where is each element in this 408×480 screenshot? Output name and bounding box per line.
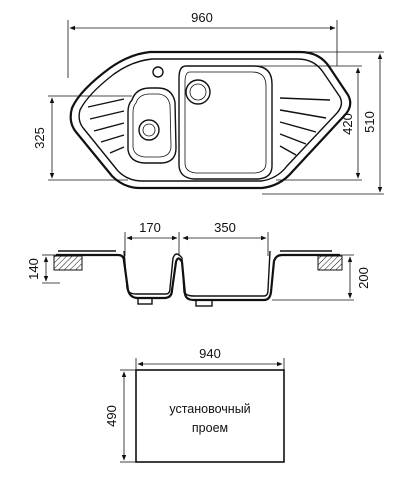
cutout-width-label: 940 [199,346,221,361]
sink-inner-rim [78,58,343,182]
main-bowl-depth-label: 420 [340,113,355,135]
bowl-depth-label: 200 [356,267,371,289]
faucet-hole [152,66,164,78]
small-bowl-drain-fitting [137,297,153,305]
cutout-view: 940 490 установочный проем [104,346,285,463]
left-drainer-grooves [87,98,125,154]
sink-section-profile [56,253,340,302]
overall-depth-label: 510 [362,111,377,133]
edge-height-label: 140 [26,258,41,280]
cutout-height-label: 490 [104,405,119,427]
countertop-section-left [53,255,83,271]
main-bowl-drain-outer [185,79,211,105]
small-bowl-inner [132,93,172,158]
small-bowl-drain-inner [142,123,156,137]
cutout-caption-line2: проем [192,421,228,435]
main-bowl-drain-inner [189,83,207,101]
top-view: 960 [32,10,384,195]
sink-outer-outline [69,50,352,190]
small-bowl-outer [127,87,177,164]
overall-width-label: 960 [191,10,213,25]
small-bowl-drain-outer [138,119,160,141]
section-view: 170 350 140 200 [26,220,371,307]
cutout-rectangle [135,369,285,463]
small-bowl-depth-label: 325 [32,127,47,149]
main-bowl-width-label: 350 [214,220,236,235]
cutout-caption-line1: установочный [169,402,250,416]
small-bowl-width-label: 170 [139,220,161,235]
main-bowl-inner [184,71,267,174]
sink-section-inner [123,250,271,297]
main-bowl-drain-fitting [195,299,213,307]
right-drainer-grooves [279,97,331,156]
main-bowl-outer [178,65,273,180]
countertop-section-right [317,255,343,271]
